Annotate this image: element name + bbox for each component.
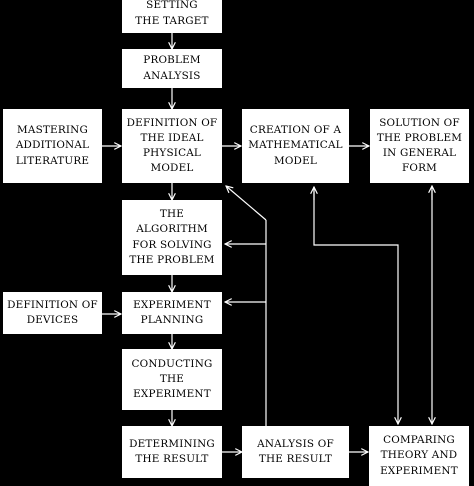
box-comparing-theory-experiment: COMPARING THEORY AND EXPERIMENT xyxy=(369,426,469,486)
flowchart: SETTING THE TARGET PROBLEM ANALYSIS MAST… xyxy=(3,0,474,486)
box-experiment-planning: EXPERIMENT PLANNING xyxy=(122,292,222,334)
box-ideal-physical-model: DEFINITION OF THE IDEAL PHYSICAL MODEL xyxy=(122,109,222,183)
box-solution-general-form: SOLUTION OF THE PROBLEM IN GENERAL FORM xyxy=(370,109,469,183)
connector-lines xyxy=(102,33,474,474)
box-algorithm: THE ALGORITHM FOR SOLVING THE PROBLEM xyxy=(122,200,222,275)
box-conducting-experiment: CONDUCTING THE EXPERIMENT xyxy=(122,349,222,410)
box-mastering-literature: MASTERING ADDITIONAL LITERATURE xyxy=(3,109,102,183)
box-definition-of-devices: DEFINITION OF DEVICES xyxy=(3,292,102,334)
box-setting-the-target: SETTING THE TARGET xyxy=(122,0,222,33)
box-determining-result: DETERMINING THE RESULT xyxy=(122,426,222,478)
box-analysis-of-result: ANALYSIS OF THE RESULT xyxy=(242,426,349,478)
feedback-to-ideal xyxy=(226,186,267,221)
box-mathematical-model: CREATION OF A MATHEMATICAL MODEL xyxy=(242,109,349,183)
math-to-comparing-line xyxy=(313,187,398,424)
box-problem-analysis: PROBLEM ANALYSIS xyxy=(122,49,222,88)
